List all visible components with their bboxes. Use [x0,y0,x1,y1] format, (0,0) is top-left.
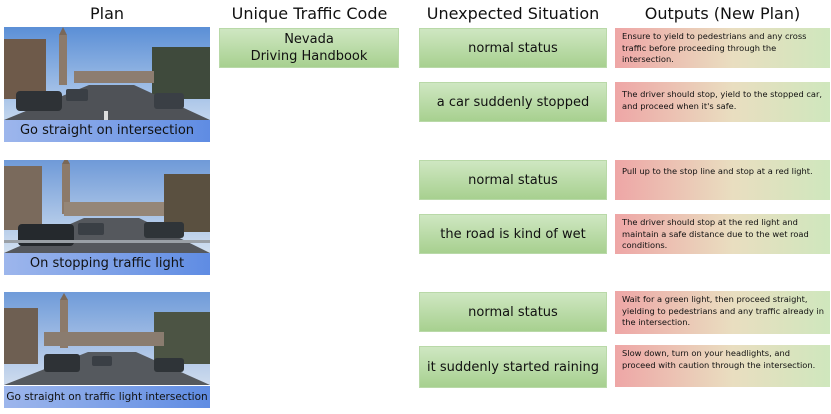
street-photo-3 [4,292,210,385]
output-box-2b: The driver should stop at the red light … [615,214,830,254]
header-plan: Plan [89,4,125,23]
situation-box-3a: normal status [419,292,607,332]
situation-box-1b: a car suddenly stopped [419,82,607,122]
output-box-3b: Slow down, turn on your headlights, and … [615,345,830,387]
output-box-1b: The driver should stop, yield to the sto… [615,82,830,122]
street-scene-image [4,27,210,120]
street-scene-image [4,160,210,253]
plan-label-2: On stopping traffic light [4,253,210,275]
situation-box-2b: the road is kind of wet [419,214,607,254]
plan-label-1: Go straight on intersection [4,120,210,142]
output-box-2a: Pull up to the stop line and stop at a r… [615,160,830,200]
header-outputs: Outputs (New Plan) [644,4,801,23]
output-box-3a: Wait for a green light, then proceed str… [615,291,830,334]
street-scene-image [4,292,210,385]
header-unexpected-situation: Unexpected Situation [426,4,600,23]
output-box-1a: Ensure to yield to pedestrians and any c… [615,28,830,68]
situation-box-1a: normal status [419,28,607,68]
street-photo-2 [4,160,210,253]
traffic-code-box: Nevada Driving Handbook [219,28,399,68]
situation-box-2a: normal status [419,160,607,200]
plan-label-3: Go straight on traffic light intersectio… [4,386,210,408]
situation-box-3b: it suddenly started raining [419,346,607,388]
header-traffic-code: Unique Traffic Code [231,4,388,23]
street-photo-1 [4,27,210,120]
